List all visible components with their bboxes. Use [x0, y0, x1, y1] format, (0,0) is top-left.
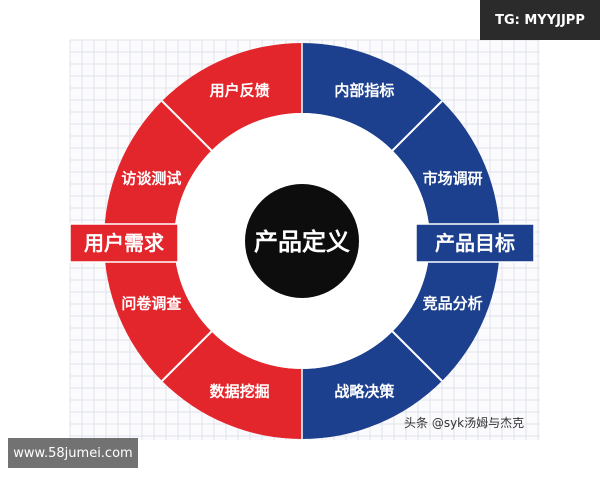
user-needs-box-border — [69, 223, 179, 263]
red-segment-label: 数据挖掘 — [210, 383, 270, 401]
segment-divider — [161, 100, 213, 152]
blue-segment-label: 战略决策 — [334, 383, 395, 401]
segment-divider — [391, 100, 443, 152]
product-goals-label: 产品目标 — [435, 231, 515, 255]
site-url-badge: www.58jumei.com — [8, 438, 138, 468]
ring-blue-half — [302, 43, 500, 439]
red-segment-label: 问卷调查 — [121, 294, 182, 312]
blue-segment-label: 市场调研 — [423, 170, 483, 188]
blue-segment-label: 内部指标 — [334, 81, 394, 99]
product-goals-box — [416, 224, 534, 262]
segment-divider — [161, 330, 213, 382]
product-goals-box-border — [415, 223, 535, 263]
center-circle — [245, 184, 359, 298]
watermark-text: 头条 @syk汤姆与杰克 — [404, 416, 524, 430]
user-needs-box — [70, 224, 178, 262]
ring-red-half — [104, 43, 302, 439]
user-needs-label: 用户需求 — [84, 231, 165, 255]
segment-divider — [391, 330, 443, 382]
red-segment-label: 用户反馈 — [210, 81, 270, 99]
blue-segment-label: 竞品分析 — [423, 294, 483, 312]
center-label: 产品定义 — [254, 228, 350, 256]
faded-text: 数据挖掘 — [204, 292, 256, 307]
faded-text: 产品定义 — [324, 292, 376, 307]
red-segment-label: 访谈测试 — [121, 170, 181, 188]
channel-badge: TG: MYYJJPP — [480, 0, 600, 40]
